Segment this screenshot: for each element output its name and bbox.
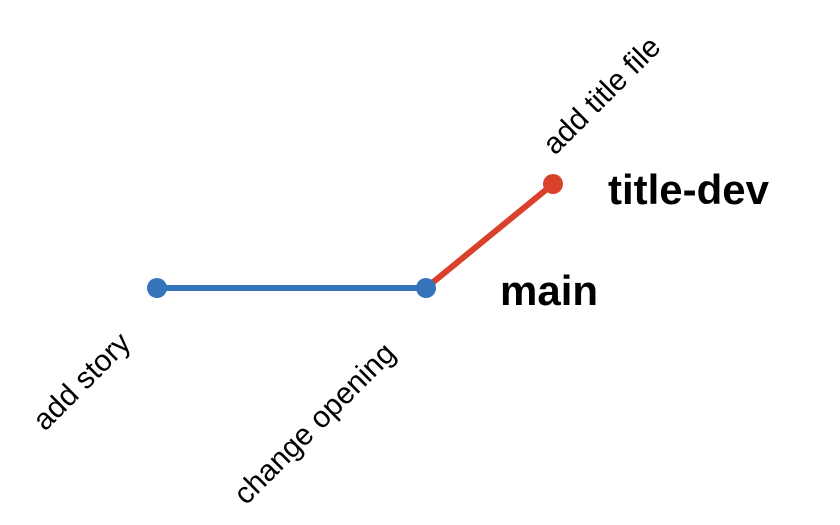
branch-label-title-dev: title-dev (608, 166, 770, 213)
commit-node-add-title-file (543, 174, 563, 194)
commit-label-add-title-file: add title file (537, 30, 668, 161)
commit-node-change-opening (416, 278, 436, 298)
commit-label-change-opening: change opening (228, 337, 402, 511)
commit-node-add-story (147, 278, 167, 298)
commit-label-add-story: add story (27, 326, 138, 437)
branch-label-main: main (500, 267, 598, 314)
edge-title-dev (423, 181, 556, 291)
